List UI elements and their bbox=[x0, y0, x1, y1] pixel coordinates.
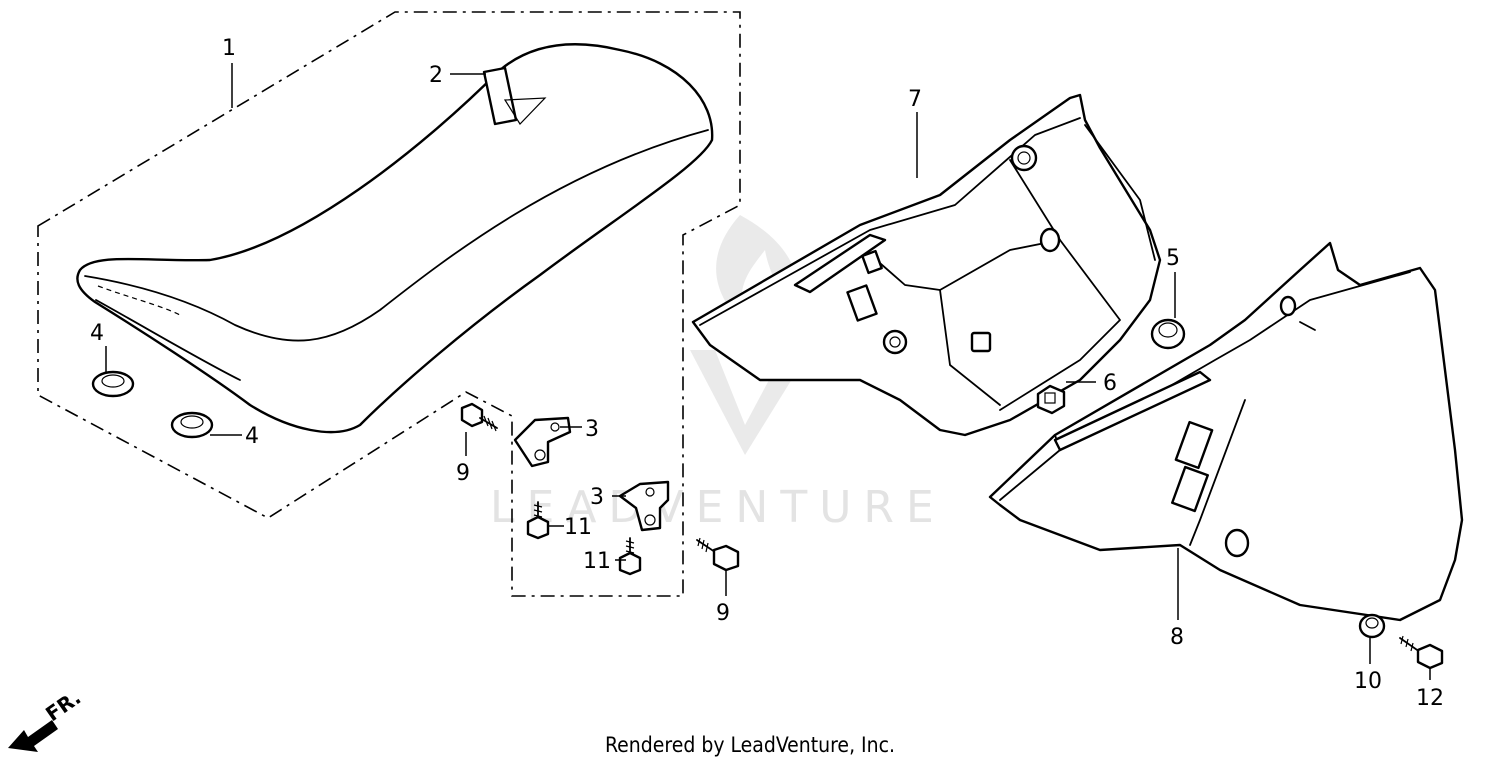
front-direction-label: FR. bbox=[41, 685, 85, 726]
bolt-9-lower bbox=[696, 537, 740, 572]
watermark-text: LEADVENTURE bbox=[490, 482, 946, 533]
seat-bracket-upper bbox=[513, 416, 572, 468]
seat-bracket-lower bbox=[618, 480, 670, 532]
callout-11a: 11 bbox=[564, 515, 592, 540]
leader-lines bbox=[105, 63, 1431, 680]
callout-7: 7 bbox=[908, 87, 922, 112]
callout-4b: 4 bbox=[245, 424, 259, 449]
callout-9b: 9 bbox=[716, 601, 730, 626]
callout-4a: 4 bbox=[90, 321, 104, 346]
callout-10: 10 bbox=[1354, 669, 1382, 694]
callout-12: 12 bbox=[1416, 686, 1444, 711]
bolt-9-upper bbox=[460, 402, 498, 432]
grommet bbox=[1150, 318, 1186, 350]
nut bbox=[1036, 384, 1066, 415]
callout-1: 1 bbox=[222, 36, 236, 61]
callout-2: 2 bbox=[429, 63, 443, 88]
bolt-11-upper bbox=[526, 501, 550, 540]
collar bbox=[1358, 613, 1386, 639]
callout-9a: 9 bbox=[456, 461, 470, 486]
seat bbox=[76, 43, 714, 434]
side-cover-right bbox=[691, 93, 1162, 437]
callout-8: 8 bbox=[1170, 625, 1184, 650]
callout-5: 5 bbox=[1166, 246, 1180, 271]
side-cover-left bbox=[988, 241, 1464, 622]
seat-cushion-right bbox=[170, 411, 214, 439]
seat-group-outline bbox=[37, 11, 741, 597]
callout-6: 6 bbox=[1103, 371, 1117, 396]
callout-11b: 11 bbox=[583, 549, 611, 574]
footer-credit: Rendered by LeadVenture, Inc. bbox=[605, 733, 895, 757]
seat-cushion-left bbox=[91, 370, 135, 398]
callout-3b: 3 bbox=[590, 485, 604, 510]
callout-3a: 3 bbox=[585, 417, 599, 442]
seat-tag bbox=[482, 66, 547, 126]
bolt-11-lower bbox=[618, 537, 642, 576]
bolt-12 bbox=[1399, 635, 1444, 670]
